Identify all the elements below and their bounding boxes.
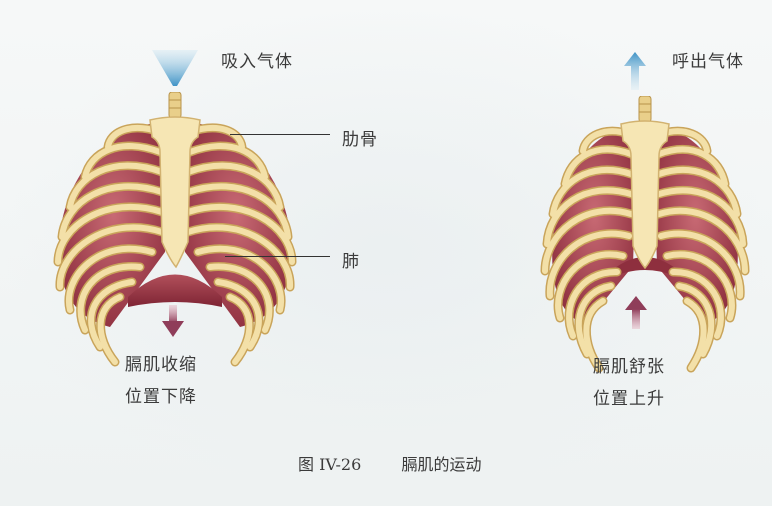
lung-leader-line [225, 256, 330, 257]
diaphragm-raise-label: 位置上升 [593, 389, 665, 409]
diaphragm-relax-label: 膈肌舒张 [593, 357, 665, 377]
exhale-air-label: 呼出气体 [672, 52, 744, 72]
air-inhale-arrow-icon [152, 50, 198, 86]
diaphragm-down-arrow-icon [162, 305, 184, 337]
rib-leader-line [230, 134, 330, 135]
figure-number: 图 IV-26 [298, 455, 362, 474]
figure-title: 膈肌的运动 [401, 455, 482, 474]
ribcage-relaxed-illustration [540, 96, 750, 373]
figure-caption: 图 IV-26 膈肌的运动 [298, 451, 481, 475]
diaphragm-up-arrow-icon [625, 296, 647, 329]
ribcage-expanded-illustration [53, 92, 297, 367]
inhale-air-label: 吸入气体 [221, 52, 293, 72]
diaphragm-contract-label: 膈肌收缩 [125, 355, 197, 375]
rib-label: 肋骨 [342, 130, 378, 150]
lung-label: 肺 [342, 252, 360, 272]
air-exhale-arrow-icon [624, 52, 646, 90]
diaphragm-lower-label: 位置下降 [125, 387, 197, 407]
